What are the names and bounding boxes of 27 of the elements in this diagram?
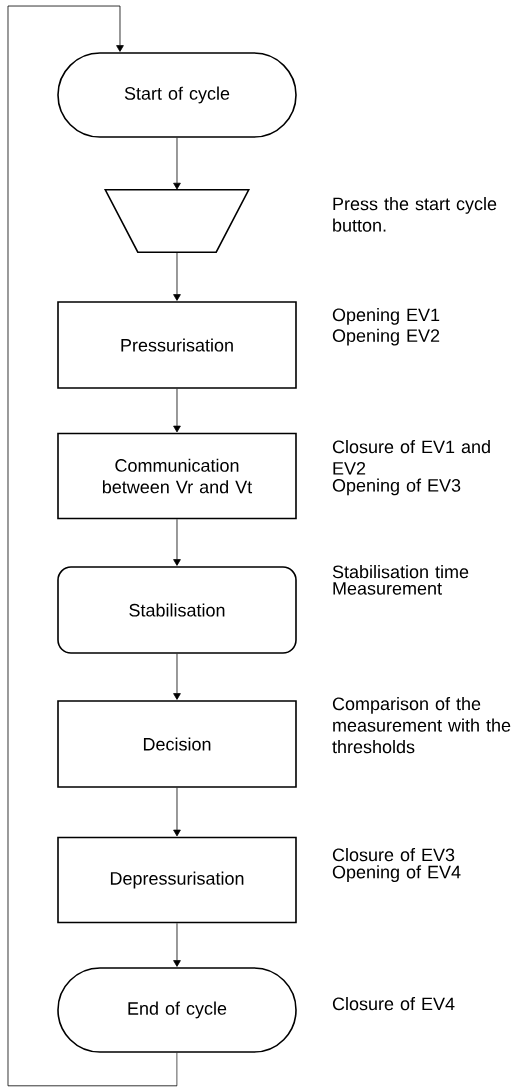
terminal: End of cycle	[57, 967, 297, 1053]
arrow	[173, 787, 181, 837]
process-box: Pressurisation	[57, 301, 297, 389]
annotation-text: Closure of EV4	[332, 997, 455, 1011]
annotation-text: Opening EV2	[332, 328, 440, 346]
annotation-text: Press the start cycle button.	[333, 197, 497, 232]
annotation-text: Stabilisation time	[332, 565, 469, 579]
arrow	[173, 922, 181, 967]
arrow	[173, 518, 181, 566]
annotation-text: Measurement	[333, 582, 442, 595]
arrow	[7, 5, 178, 1087]
terminal: Start of cycle	[57, 52, 297, 138]
process-box: Decision	[57, 700, 297, 788]
annotation-text: Comparison of the measurement with the thresholds	[332, 697, 511, 754]
annotation-text: Opening of EV3	[332, 478, 461, 496]
process-box: Communication between Vr and Vt	[57, 432, 297, 520]
arrow	[173, 251, 181, 301]
annotation-text: Opening of EV4	[332, 865, 461, 882]
annotation-text: Closure of EV1 and EV2	[332, 440, 490, 475]
process-box: Stabilisation	[57, 566, 297, 654]
arrow	[173, 653, 181, 700]
arrow	[173, 388, 181, 433]
annotation-text: Closure of EV3	[332, 848, 455, 862]
annotation-text: Opening EV1	[332, 308, 440, 325]
arrow	[173, 137, 181, 190]
process-box: Depressurisation	[57, 836, 297, 924]
input-trapezoid	[104, 189, 250, 253]
